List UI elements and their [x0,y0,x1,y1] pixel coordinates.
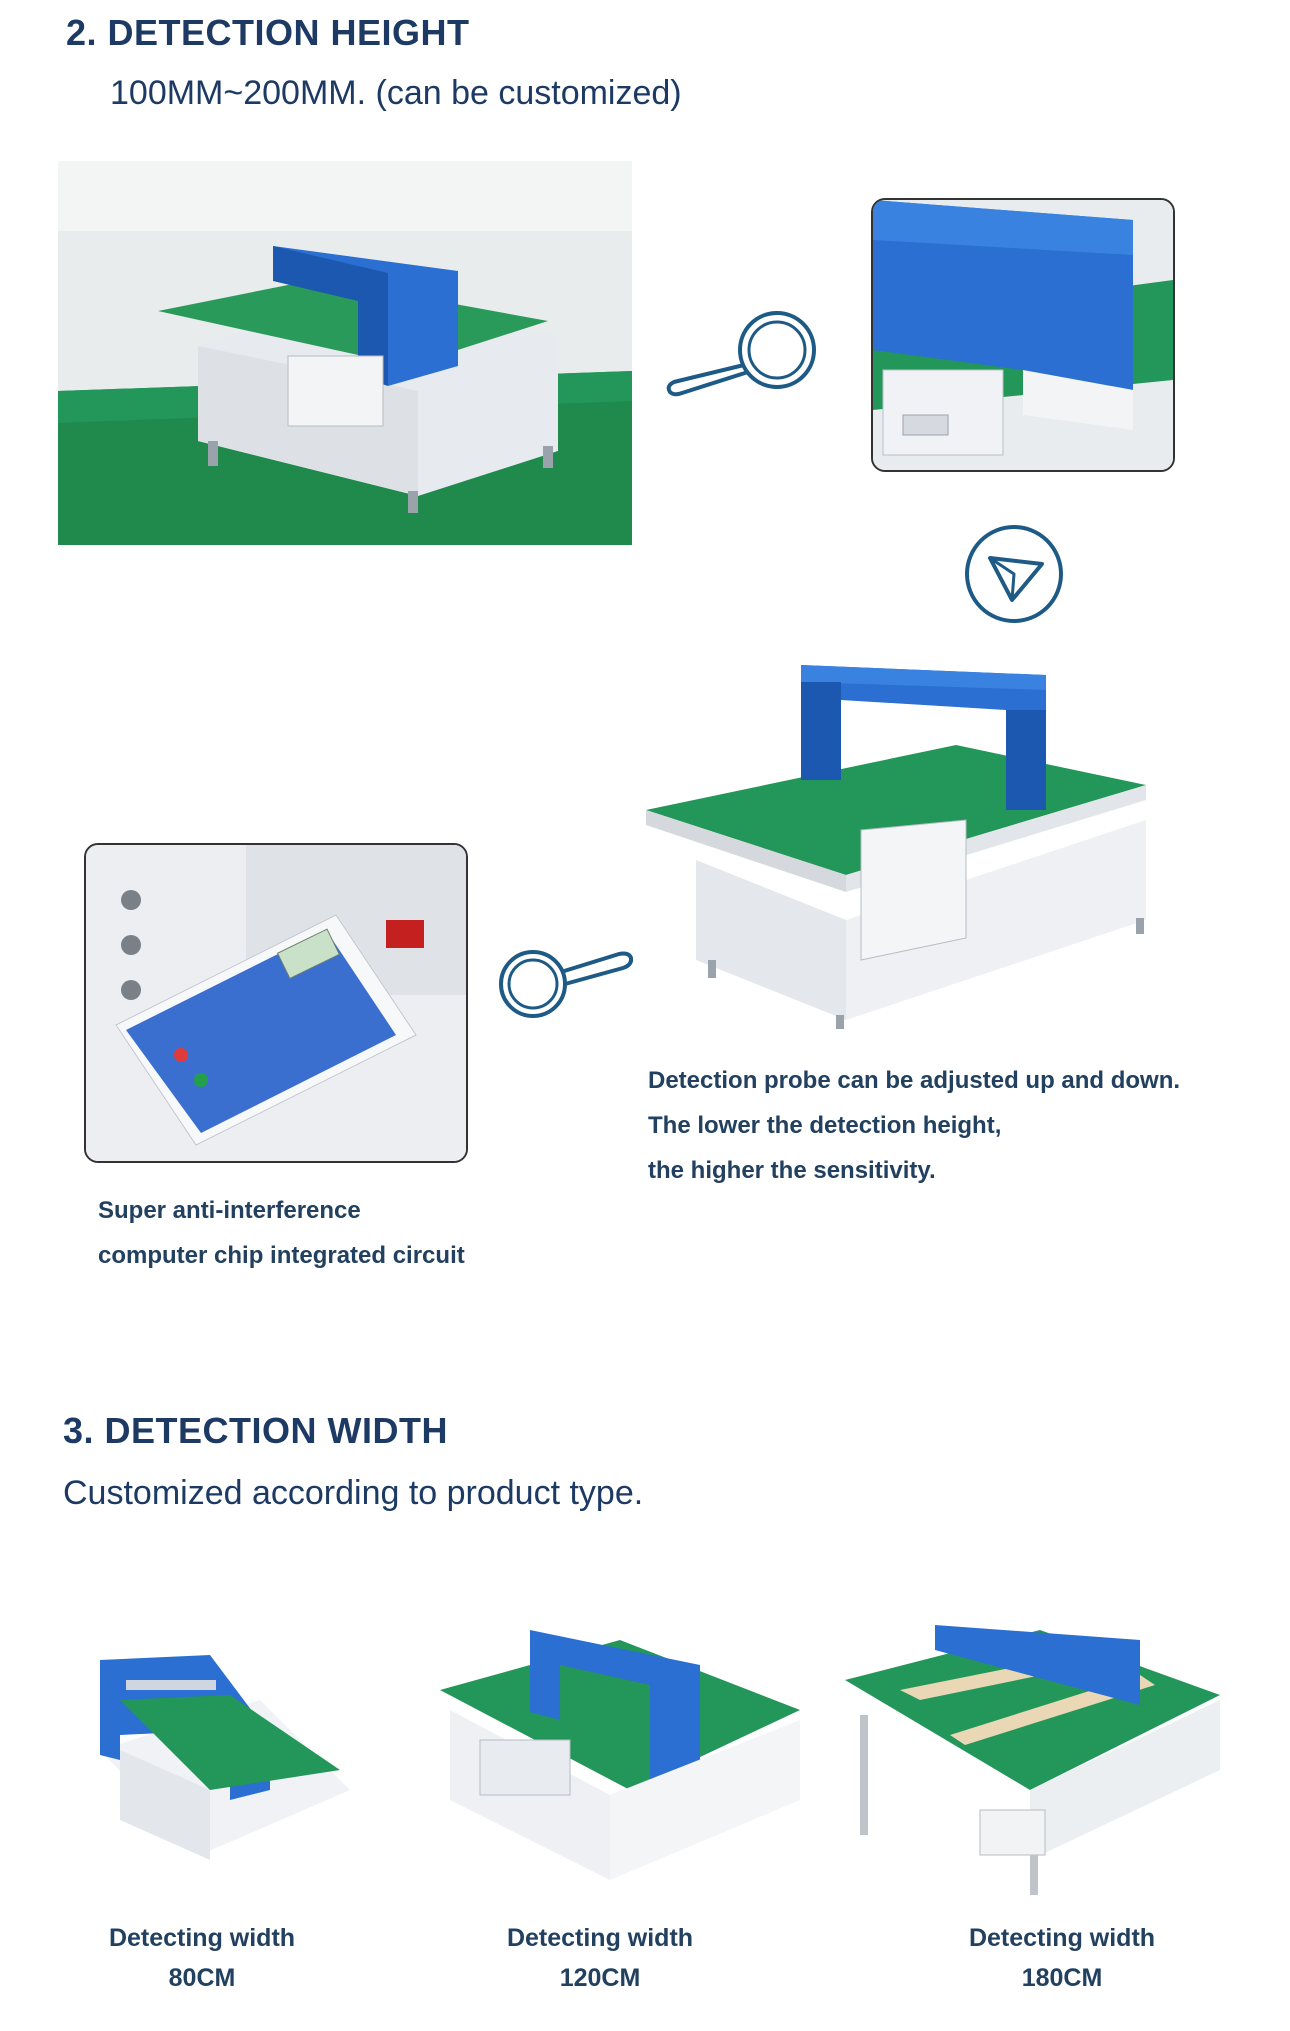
width-label-text: Detecting width [506,1924,694,1952]
section-2-heading: 2. DETECTION HEIGHT [66,12,470,53]
section-3-subheading: Customized according to product type. [63,1474,644,1512]
arch-closeup-photo [871,198,1175,472]
arrow-circle-icon [962,522,1066,626]
caption-line: Detection probe can be adjusted up and d… [648,1067,1181,1094]
magnifier-icon [664,310,824,400]
width-label-text: Detecting width [108,1924,296,1952]
caption-line: the higher the sensitivity. [648,1157,936,1184]
detector-machine-photo [636,660,1172,1030]
control-panel-photo [84,843,468,1163]
magnifier-icon [497,940,637,1020]
width-180cm-photo [840,1620,1225,1900]
section-2-subheading: 100MM~200MM. (can be customized) [110,74,682,112]
width-value: 180CM [1021,1964,1103,1992]
width-label-120: Detecting width 120CM [450,1918,750,1998]
width-label-180: Detecting width 180CM [912,1918,1212,1998]
width-value: 80CM [168,1964,236,1992]
caption-line: The lower the detection height, [648,1112,1002,1139]
width-120cm-photo [430,1620,810,1900]
width-label-80: Detecting width 80CM [52,1918,352,1998]
width-value: 120CM [559,1964,641,1992]
width-80cm-photo [80,1640,360,1880]
width-label-text: Detecting width [968,1924,1156,1952]
chip-caption: Super anti-interference computer chip in… [98,1188,658,1278]
machine-factory-photo [58,161,632,545]
caption-line: Super anti-interference [98,1197,361,1224]
section-3-heading: 3. DETECTION WIDTH [63,1410,448,1451]
probe-caption: Detection probe can be adjusted up and d… [648,1058,1268,1193]
caption-line: computer chip integrated circuit [98,1242,465,1269]
